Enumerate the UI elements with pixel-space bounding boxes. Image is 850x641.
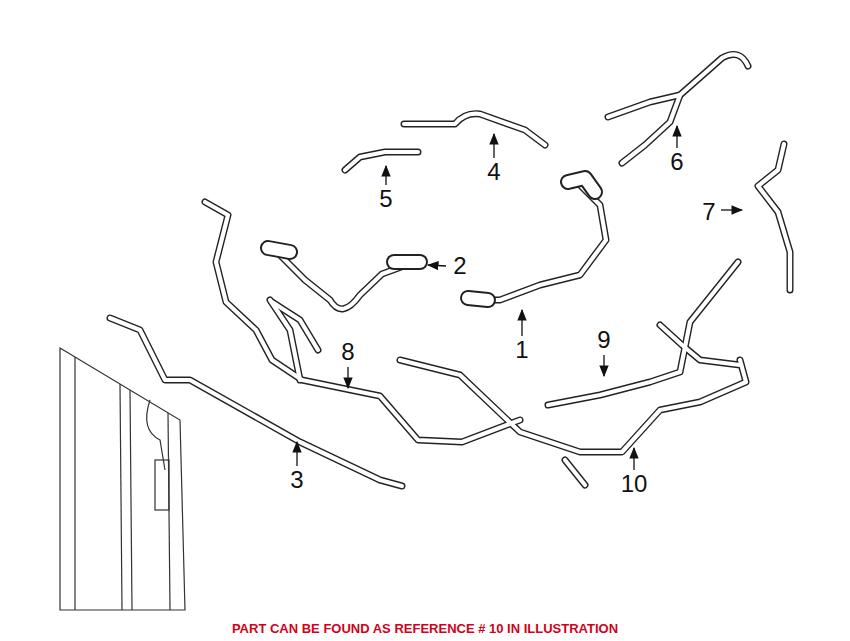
callout-number: 1 <box>513 338 530 362</box>
callout-number: 8 <box>339 340 356 364</box>
caption-note: PART CAN BE FOUND AS REFERENCE # 10 IN I… <box>0 621 850 637</box>
callout-number: 7 <box>700 200 717 224</box>
callout-number: 10 <box>619 472 650 496</box>
callout-number: 3 <box>288 468 305 492</box>
callout-number: 5 <box>377 187 394 211</box>
callout-number: 6 <box>668 150 685 174</box>
callout-number: 2 <box>451 254 468 278</box>
callout-number: 4 <box>485 160 502 184</box>
callout-number: 9 <box>595 328 612 352</box>
